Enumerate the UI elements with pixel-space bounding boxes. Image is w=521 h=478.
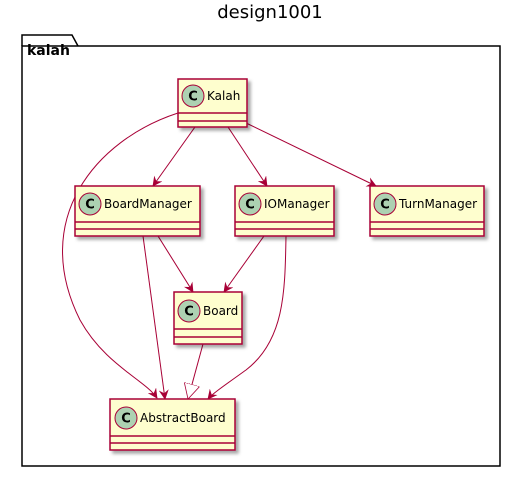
edge-boardmanager-board: [157, 235, 194, 293]
class-name: Kalah: [207, 89, 240, 103]
class-icon-letter: C: [380, 198, 390, 213]
package-tab: [21, 34, 79, 47]
class-icon: [373, 192, 397, 216]
class-boardmanager: C BoardManager: [74, 185, 201, 237]
class-icon: [114, 406, 138, 430]
class-icon-letter: C: [184, 305, 194, 320]
class-name: Board: [203, 304, 238, 318]
class-icon-letter: C: [188, 90, 198, 105]
class-name: TurnManager: [398, 197, 477, 211]
class-icon-letter: C: [121, 412, 131, 427]
diagram-title: design1001: [217, 2, 323, 23]
class-board: C Board: [173, 291, 243, 345]
class-turnmanager: C TurnManager: [369, 185, 485, 237]
edge-boardmanager-abstractboard: [142, 235, 169, 400]
class-name: BoardManager: [104, 197, 192, 211]
edge-iomanager-abstractboard: [207, 235, 287, 400]
class-icon: [177, 299, 201, 323]
edge-kalah-boardmanager: [152, 126, 196, 187]
class-abstractboard: C AbstractBoard: [109, 398, 236, 451]
class-icon: [181, 84, 205, 108]
class-icon-letter: C: [85, 198, 95, 213]
edge-board-abstractboard-inheritance: [188, 343, 204, 399]
edge-kalah-turnmanager: [241, 120, 377, 187]
edge-kalah-iomanager: [227, 126, 268, 187]
class-icon: [238, 192, 262, 216]
class-icon: [78, 192, 102, 216]
edge-iomanager-board: [223, 235, 265, 293]
class-kalah: C Kalah: [177, 78, 248, 128]
package-kalah: kalah: [21, 34, 501, 467]
class-icon-letter: C: [245, 198, 255, 213]
relation-edges: [62, 112, 377, 400]
class-name: AbstractBoard: [140, 411, 226, 425]
class-iomanager: C IOManager: [234, 185, 335, 237]
package-label: kalah: [27, 43, 70, 59]
package-body: [21, 45, 501, 467]
edge-kalah-abstractboard: [62, 112, 179, 399]
class-name: IOManager: [264, 197, 330, 211]
